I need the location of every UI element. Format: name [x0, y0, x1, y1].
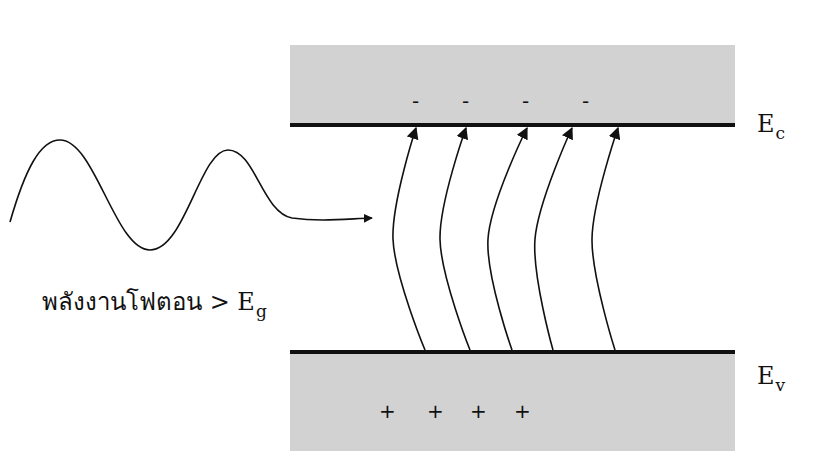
excitation-arrow — [393, 128, 425, 350]
electron-sign: - — [412, 91, 419, 111]
electron-sign: - — [582, 91, 589, 111]
conduction-edge-label: E — [757, 110, 775, 139]
photon-wave — [10, 140, 372, 250]
electron-sign: - — [522, 91, 529, 111]
valence-edge-label: E — [757, 362, 775, 391]
photon-energy-label: พลังงานโฟตอน > E — [42, 288, 255, 317]
electron-sign: - — [462, 91, 469, 111]
hole-sign: + — [427, 401, 444, 421]
energy-subscript: v — [776, 375, 786, 395]
hole-sign: + — [470, 401, 487, 421]
hole-sign: + — [379, 401, 396, 421]
excitation-arrow — [535, 128, 572, 350]
energy-subscript: c — [776, 123, 786, 143]
valence-band: + + + + — [290, 350, 735, 451]
hole-sign: + — [514, 401, 531, 421]
energy-subscript: g — [256, 301, 267, 321]
excitation-arrow — [440, 128, 470, 350]
excitation-arrow — [488, 128, 527, 350]
conduction-band: ---- — [290, 45, 735, 127]
excitation-arrow — [592, 128, 618, 350]
